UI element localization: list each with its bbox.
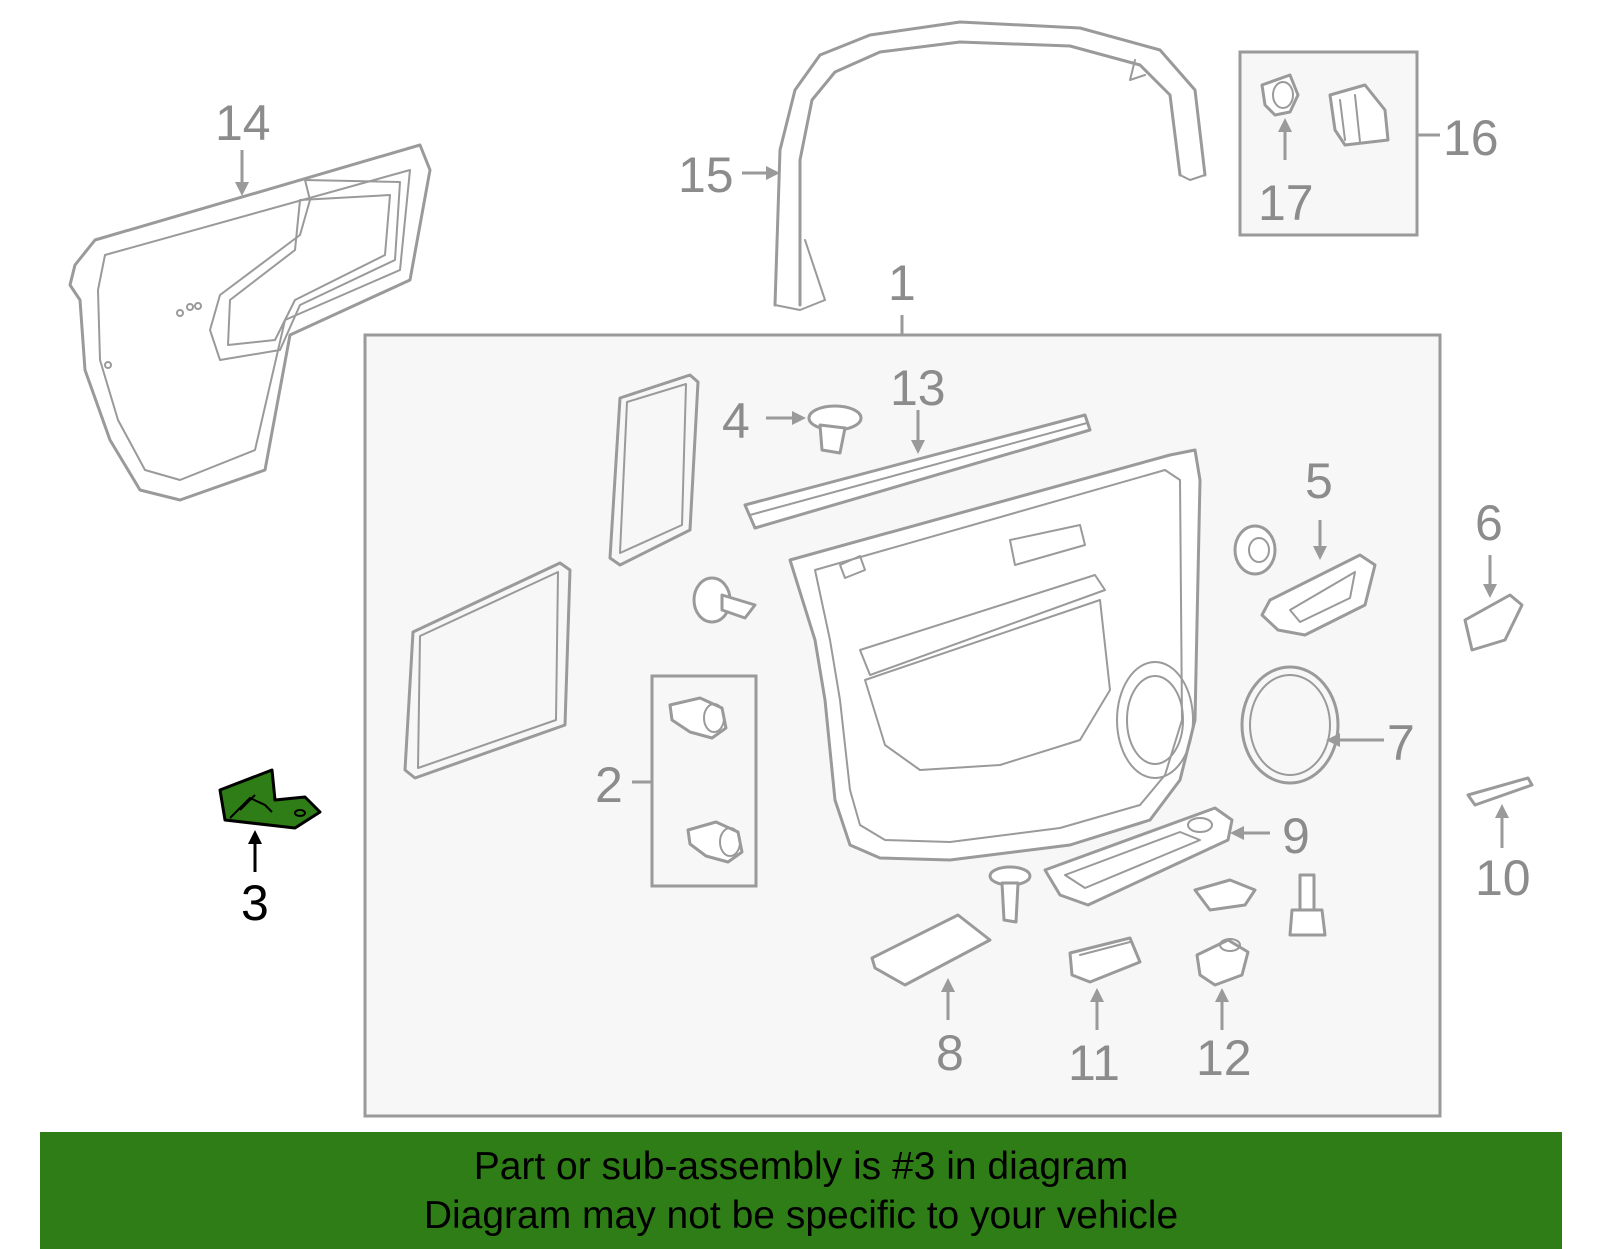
callout-9: 9 — [1282, 808, 1310, 864]
callout-7: 7 — [1387, 715, 1415, 771]
part-12-mirror-switch[interactable] — [1195, 938, 1250, 987]
arrow-6 — [1483, 584, 1497, 598]
part-7-speaker-grille[interactable] — [1240, 665, 1340, 785]
arrow-10 — [1495, 804, 1509, 818]
arrow-11 — [1090, 988, 1104, 1002]
insulator-pad-upper[interactable] — [608, 373, 700, 567]
banner-line-1: Part or sub-assembly is #3 in diagram — [473, 1145, 1129, 1188]
bolt[interactable] — [1288, 873, 1327, 937]
arrow-5 — [1313, 546, 1327, 560]
trim-screw[interactable] — [692, 576, 757, 624]
part-17-clip[interactable] — [1260, 73, 1300, 117]
insulator-pad-lower[interactable] — [403, 561, 572, 780]
part-13-belt-molding[interactable] — [743, 413, 1092, 530]
arrow-14 — [235, 182, 249, 196]
banner-line-2: Diagram may not be specific to your vehi… — [423, 1194, 1179, 1237]
callout-5: 5 — [1305, 453, 1333, 509]
part-15-weatherstrip[interactable] — [773, 20, 1207, 311]
info-banner: Part or sub-assembly is #3 in diagram Di… — [40, 1132, 1562, 1249]
part-5-handle-bezel[interactable] — [1260, 553, 1377, 637]
callout-10: 10 — [1475, 850, 1531, 906]
callout-17: 17 — [1258, 175, 1314, 231]
part-11-window-switch[interactable] — [1068, 936, 1142, 984]
door-trim-panel[interactable] — [788, 448, 1202, 862]
callout-11: 11 — [1068, 1035, 1120, 1091]
part-2-clip-lower[interactable] — [686, 820, 744, 864]
arrow-9 — [1230, 826, 1244, 840]
callout-16: 16 — [1443, 110, 1499, 166]
part-2-clip-upper[interactable] — [668, 696, 728, 740]
arrow-17 — [1278, 118, 1292, 132]
callout-12: 12 — [1196, 1030, 1252, 1086]
callout-15: 15 — [678, 147, 734, 203]
part-10-trim[interactable] — [1466, 776, 1534, 807]
arrow-4 — [792, 411, 806, 425]
callout-14: 14 — [215, 95, 271, 151]
part-16-bracket[interactable] — [1328, 83, 1390, 147]
part-6-cover[interactable] — [1463, 593, 1524, 652]
callout-1: 1 — [888, 255, 916, 311]
arrow-7 — [1326, 733, 1340, 747]
part-14-water-deflector[interactable] — [68, 143, 432, 502]
arrow-12 — [1215, 988, 1229, 1002]
arrow-13 — [911, 440, 925, 454]
retainer-nut[interactable] — [1193, 878, 1257, 912]
part-3-bracket[interactable] — [218, 768, 322, 830]
part-8-pocket[interactable] — [870, 913, 992, 987]
callout-6: 6 — [1475, 495, 1503, 551]
callout-4: 4 — [722, 393, 750, 449]
arrow-3 — [248, 830, 262, 844]
callout-8: 8 — [936, 1025, 964, 1081]
callout-13: 13 — [890, 360, 946, 416]
push-nut[interactable] — [1233, 524, 1277, 576]
arrow-8 — [941, 978, 955, 992]
part-9-switch-bezel[interactable] — [1043, 806, 1234, 907]
callout-2: 2 — [595, 757, 623, 813]
callout-3: 3 — [241, 875, 269, 931]
part-4-clip[interactable] — [807, 404, 863, 455]
arrow-15 — [766, 166, 780, 180]
trim-clip-lower[interactable] — [988, 865, 1032, 924]
